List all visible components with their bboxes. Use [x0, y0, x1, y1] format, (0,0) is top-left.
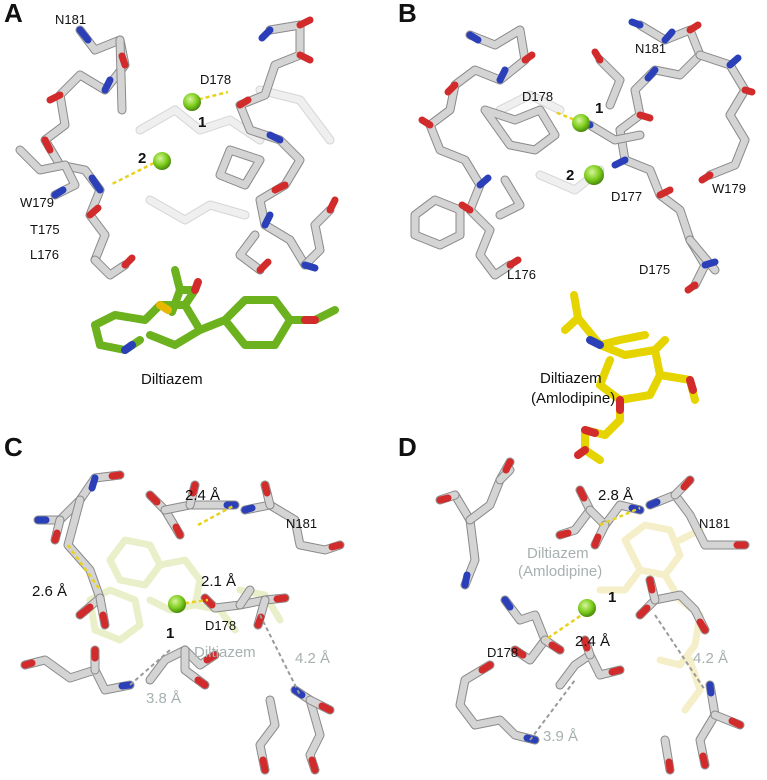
panel-d-ion-1-label: 1 [608, 589, 616, 606]
panel-c-letter: C [4, 432, 23, 462]
panel-b-residue-d175: D175 [639, 262, 670, 277]
panel-b-residue-d178: D178 [522, 89, 553, 104]
panel-c-hbond-21 [177, 598, 209, 606]
panel-c-dist-42 [259, 614, 301, 696]
panel-b-ligand [561, 291, 699, 464]
panel-a: A [4, 0, 339, 388]
panel-b-residue-n181: N181 [635, 41, 666, 56]
panel-b-ion-1-label: 1 [595, 100, 603, 117]
panel-b-residue-l176: L176 [507, 267, 536, 282]
panel-b-hbond-1 [554, 110, 581, 124]
panel-a-ion-1 [183, 93, 201, 111]
panel-d-dist-42 [654, 614, 706, 691]
panel-c: C [4, 432, 345, 775]
panel-c-residue-d178: D178 [205, 618, 236, 633]
panel-c-dist-label-3: 2.1 Å [201, 573, 236, 590]
panel-a-ion-2 [153, 152, 171, 170]
panel-d-dist-label-2: 2.4 Å [575, 633, 610, 650]
panel-c-ion-1 [168, 595, 186, 613]
panel-a-hbond-1 [191, 90, 229, 103]
panel-a-hbond-2 [109, 158, 161, 187]
panel-c-dist-label-2: 2.6 Å [32, 583, 67, 600]
panel-a-residue-w179: W179 [20, 195, 54, 210]
panel-c-residue-n181: N181 [286, 516, 317, 531]
panel-a-ligand-label: Diltiazem [141, 371, 203, 388]
panel-b-letter: B [398, 0, 417, 28]
panel-a-letter: A [4, 0, 23, 28]
panel-d-residue-n181: N181 [699, 516, 730, 531]
panel-a-residue-n181: N181 [55, 12, 86, 27]
panel-d-ligand-label-1: Diltiazem [527, 545, 589, 562]
panel-d-hbond-24 [544, 610, 587, 642]
panel-c-ligand-label: Diltiazem [194, 644, 256, 661]
panel-b: B [398, 0, 756, 464]
panel-c-protein [20, 470, 345, 775]
panel-a-ion-2-label: 2 [138, 150, 146, 167]
panel-c-dist-label-1: 2.4 Å [185, 487, 220, 504]
panel-d-hbond-28 [599, 506, 641, 527]
panel-a-ligand [91, 266, 339, 354]
panel-d-residue-d178: D178 [487, 645, 518, 660]
panel-b-protein [410, 18, 756, 294]
panel-d-ligand-ghost [596, 521, 704, 714]
panel-c-ion-1-label: 1 [166, 625, 174, 642]
panel-b-residue-w179: W179 [712, 181, 746, 196]
panel-a-residue-l176: L176 [30, 247, 59, 262]
panel-c-dist-label-5: 3.8 Å [146, 690, 181, 707]
panel-d-dist-label-3: 4.2 Å [693, 650, 728, 667]
panel-a-protein [15, 16, 339, 280]
panel-d-ion-1 [578, 599, 596, 617]
panel-a-ion-1-label: 1 [198, 114, 206, 131]
panel-d-dist-label-1: 2.8 Å [598, 487, 633, 504]
panel-c-hbond-24 [197, 503, 236, 527]
panel-d-protein [435, 457, 750, 775]
panel-b-residue-d177: D177 [611, 189, 642, 204]
panel-a-residue-t175: T175 [30, 222, 60, 237]
panel-d: D [398, 432, 750, 775]
panel-b-ligand-label-1: Diltiazem [540, 370, 602, 387]
panel-b-ion-2 [584, 165, 604, 185]
panel-b-ion-1 [572, 114, 590, 132]
panel-a-residue-d178: D178 [200, 72, 231, 87]
panel-d-dist-39 [529, 679, 576, 741]
panel-d-ligand-label-2: (Amlodipine) [518, 563, 602, 580]
panel-c-hbond-26 [66, 544, 102, 591]
panel-c-dist-label-4: 4.2 Å [295, 650, 330, 667]
panel-c-dist-38 [129, 649, 171, 686]
panel-d-dist-label-4: 3.9 Å [543, 728, 578, 745]
panel-d-letter: D [398, 432, 417, 462]
panel-b-ion-2-label: 2 [566, 167, 574, 184]
panel-b-ligand-label-2: (Amlodipine) [531, 390, 615, 407]
